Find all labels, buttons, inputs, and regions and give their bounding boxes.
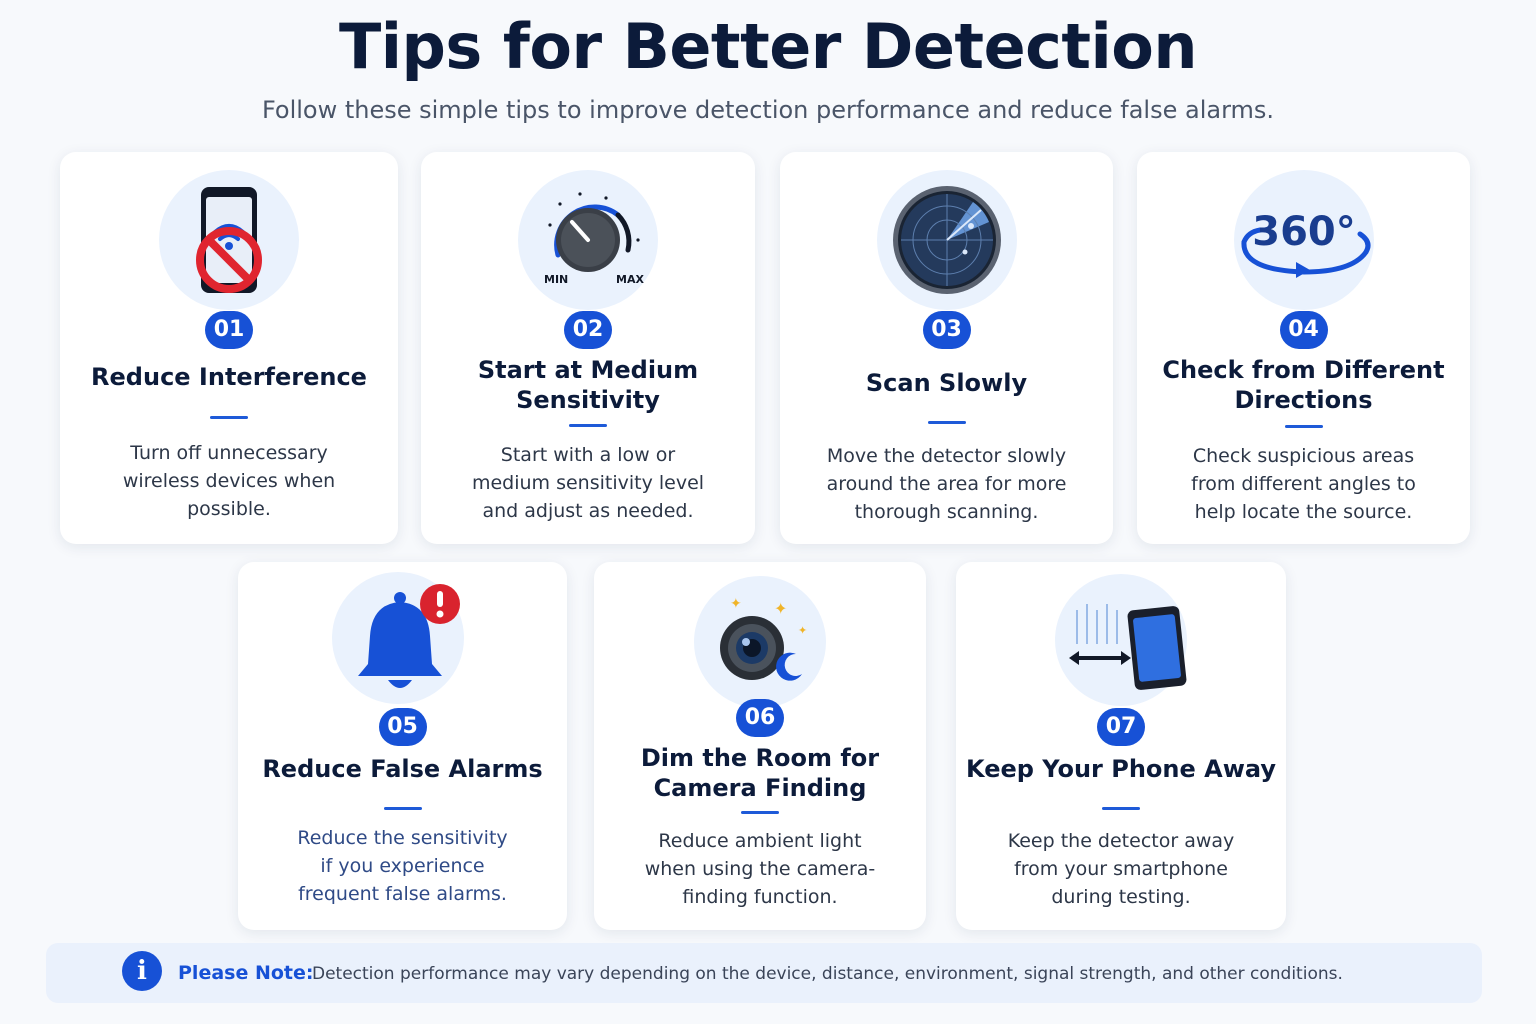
tip-card-01: 01 Reduce Interference Turn off unnecess… [60, 152, 398, 544]
tip-number-badge: 04 [1279, 311, 1328, 349]
tip-card-03: 03 Scan Slowly Move the detector slowly … [780, 152, 1113, 544]
tip-divider [210, 416, 248, 419]
tip-title: Reduce Interference [91, 363, 367, 391]
tip-title: Start at Medium Sensitivity [477, 356, 699, 414]
no-wireless-phone-icon [159, 170, 299, 310]
dial-min-label: MIN [544, 273, 568, 286]
tip-title: Keep Your Phone Away [966, 755, 1276, 783]
tip-number-badge: 07 [1097, 708, 1145, 746]
tip-number-badge: 02 [564, 311, 612, 349]
tip-divider [383, 807, 422, 810]
svg-text:✦: ✦ [798, 624, 807, 637]
page-title: Tips for Better Detection [338, 10, 1198, 83]
tip-card-04: 360° 04 Check from Different Directions … [1137, 152, 1470, 544]
svg-text:✦: ✦ [730, 596, 742, 612]
phone-distance-icon [1055, 574, 1187, 706]
note-text: Detection performance may vary depending… [312, 964, 1343, 984]
info-icon: i [122, 951, 162, 991]
bell-alert-icon [332, 572, 464, 704]
tip-divider [569, 424, 607, 427]
sensitivity-dial-icon: MIN MAX [518, 170, 658, 310]
tip-description: Check suspicious areas from different an… [1191, 445, 1416, 523]
tip-description: Keep the detector away from your smartph… [1007, 830, 1235, 908]
dial-max-label: MAX [616, 273, 644, 286]
svg-text:✦: ✦ [774, 599, 787, 618]
page-subtitle: Follow these simple tips to improve dete… [261, 96, 1275, 124]
tip-title: Check from Different Directions [1162, 356, 1445, 414]
tip-divider [741, 811, 779, 814]
tip-description: Reduce ambient light when using the came… [644, 830, 876, 908]
tip-number-badge: 06 [736, 699, 784, 737]
note-label: Please Note: [178, 962, 314, 984]
tip-number-badge: 05 [378, 708, 427, 746]
tip-number-badge: 01 [205, 311, 253, 349]
tip-description: Start with a low or medium sensitivity l… [471, 444, 705, 522]
tip-title: Dim the Room for Camera Finding [640, 744, 880, 802]
tip-divider [927, 421, 966, 424]
rotate-360-icon: 360° [1233, 170, 1374, 310]
tip-card-05: 05 Reduce False Alarms Reduce the sensit… [238, 562, 567, 930]
tip-card-06: ✦ ✦ ✦ 06 Dim the Room for Camera Finding… [594, 562, 926, 930]
camera-night-icon: ✦ ✦ ✦ [694, 576, 826, 708]
tip-card-07: 07 Keep Your Phone Away Keep the detecto… [956, 562, 1286, 930]
tip-divider [1102, 807, 1140, 810]
radar-icon [876, 170, 1017, 310]
tip-divider [1284, 425, 1323, 428]
icon-360-label: 360° [1252, 209, 1356, 255]
tip-description: Move the detector slowly around the area… [826, 445, 1067, 523]
tip-title: Reduce False Alarms [262, 755, 543, 783]
note-banner: i Please Note: Detection performance may… [46, 943, 1482, 1003]
tip-description: Turn off unnecessary wireless devices wh… [122, 442, 336, 520]
tip-description: Reduce the sensitivity if you experience… [297, 827, 508, 905]
tip-title: Scan Slowly [865, 369, 1028, 397]
tip-number-badge: 03 [922, 311, 971, 349]
tip-card-02: MIN MAX 02 Start at Medium Sensitivity S… [421, 152, 755, 544]
